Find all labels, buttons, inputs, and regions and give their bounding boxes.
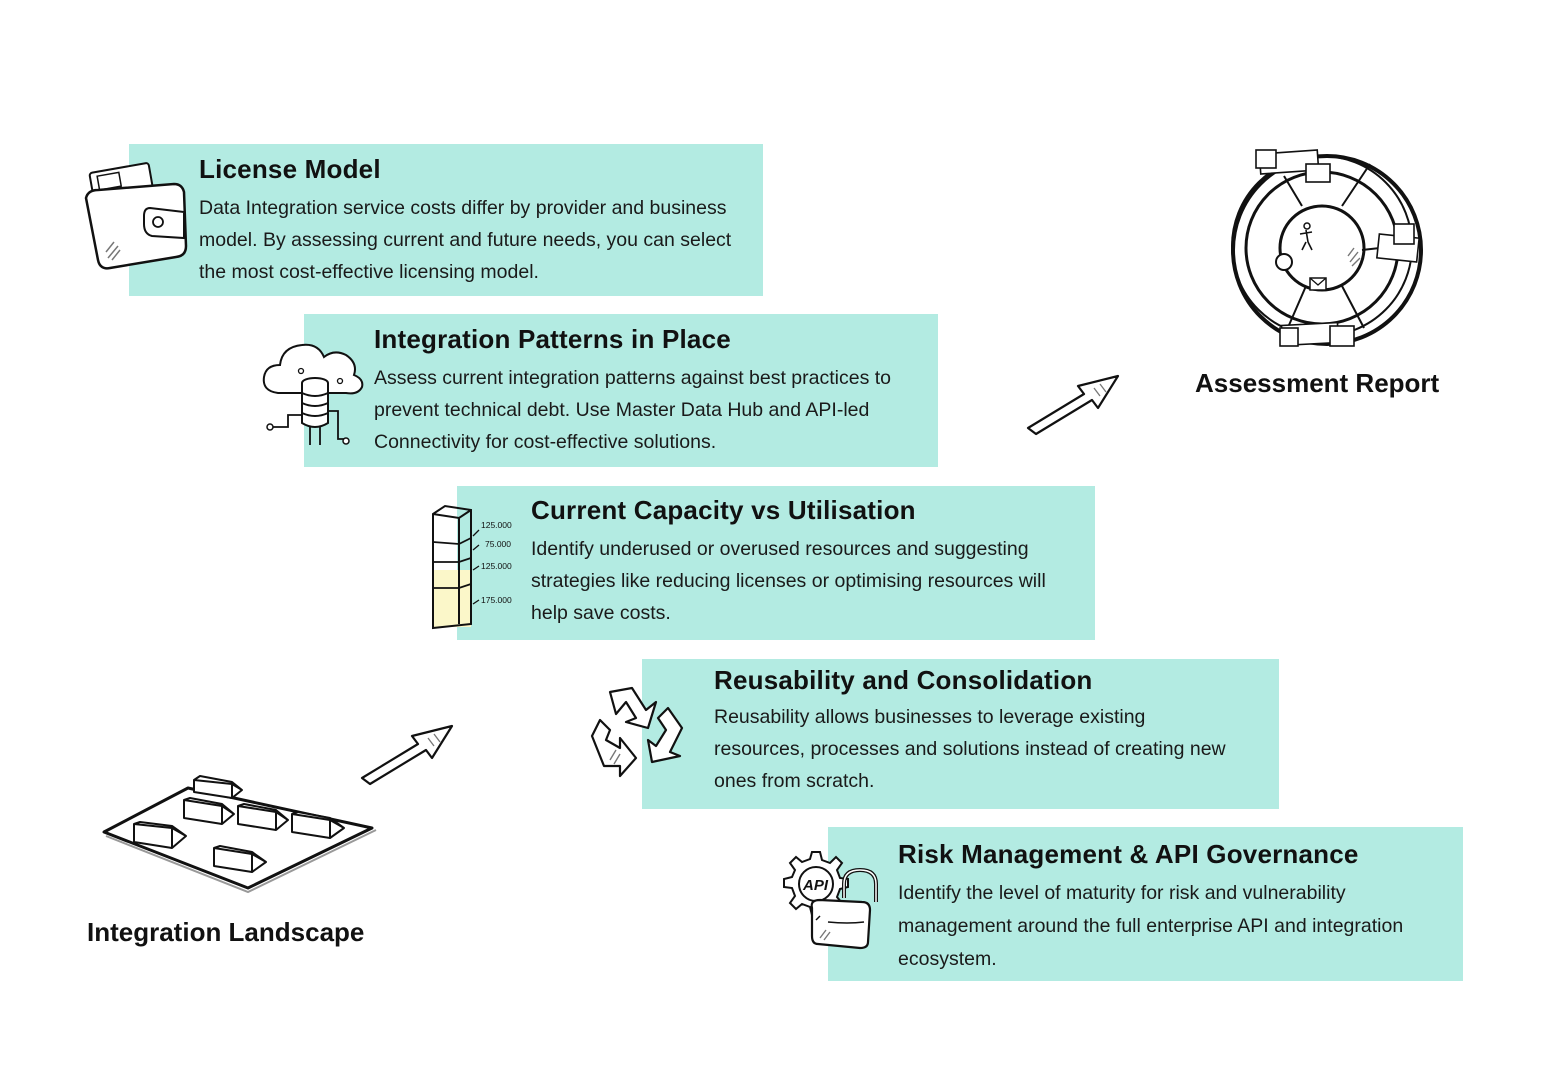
cloud-database-icon [258, 335, 368, 455]
capacity-tick: 125.000 [481, 520, 512, 530]
card-title: Current Capacity vs Utilisation [531, 495, 916, 525]
wallet-icon [80, 160, 195, 280]
card-title: Reusability and Consolidation [714, 665, 1093, 695]
card-title: Risk Management & API Governance [898, 839, 1359, 869]
assessment-report-label: Assessment Report [1195, 368, 1440, 398]
card-body: Identify underused or overused resources… [531, 538, 1046, 624]
capacity-tick: 175.000 [481, 595, 512, 605]
card-body: Reusability allows businesses to leverag… [714, 706, 1226, 792]
stacked-bar-icon: 125.000 75.000 125.000 175.000 [425, 500, 525, 635]
landscape-blocks-icon [96, 770, 381, 895]
api-badge-label: API [802, 877, 829, 894]
card-title: Integration Patterns in Place [374, 324, 731, 354]
card-capacity-utilisation: Current Capacity vs Utilisation Identify… [457, 486, 1095, 640]
arrow-icon [1022, 370, 1126, 438]
card-body: Assess current integration patterns agai… [374, 367, 892, 453]
card-body: Data Integration service costs differ by… [199, 197, 732, 283]
card-title: License Model [199, 154, 381, 184]
capacity-tick: 125.000 [481, 561, 512, 571]
card-integration-patterns: Integration Patterns in Place Assess cur… [304, 314, 938, 467]
integration-landscape-label: Integration Landscape [87, 917, 365, 947]
card-reusability: Reusability and Consolidation Reusabilit… [642, 659, 1279, 809]
card-body: Identify the level of maturity for risk … [898, 882, 1404, 970]
card-risk-governance: Risk Management & API Governance Identif… [828, 827, 1463, 981]
capacity-tick: 75.000 [485, 539, 511, 549]
recycle-icon [586, 684, 696, 784]
api-lock-icon: API [772, 846, 892, 956]
arrow-icon [356, 720, 460, 788]
assessment-report-icon [1222, 146, 1427, 356]
card-license-model: License Model Data Integration service c… [129, 144, 763, 296]
